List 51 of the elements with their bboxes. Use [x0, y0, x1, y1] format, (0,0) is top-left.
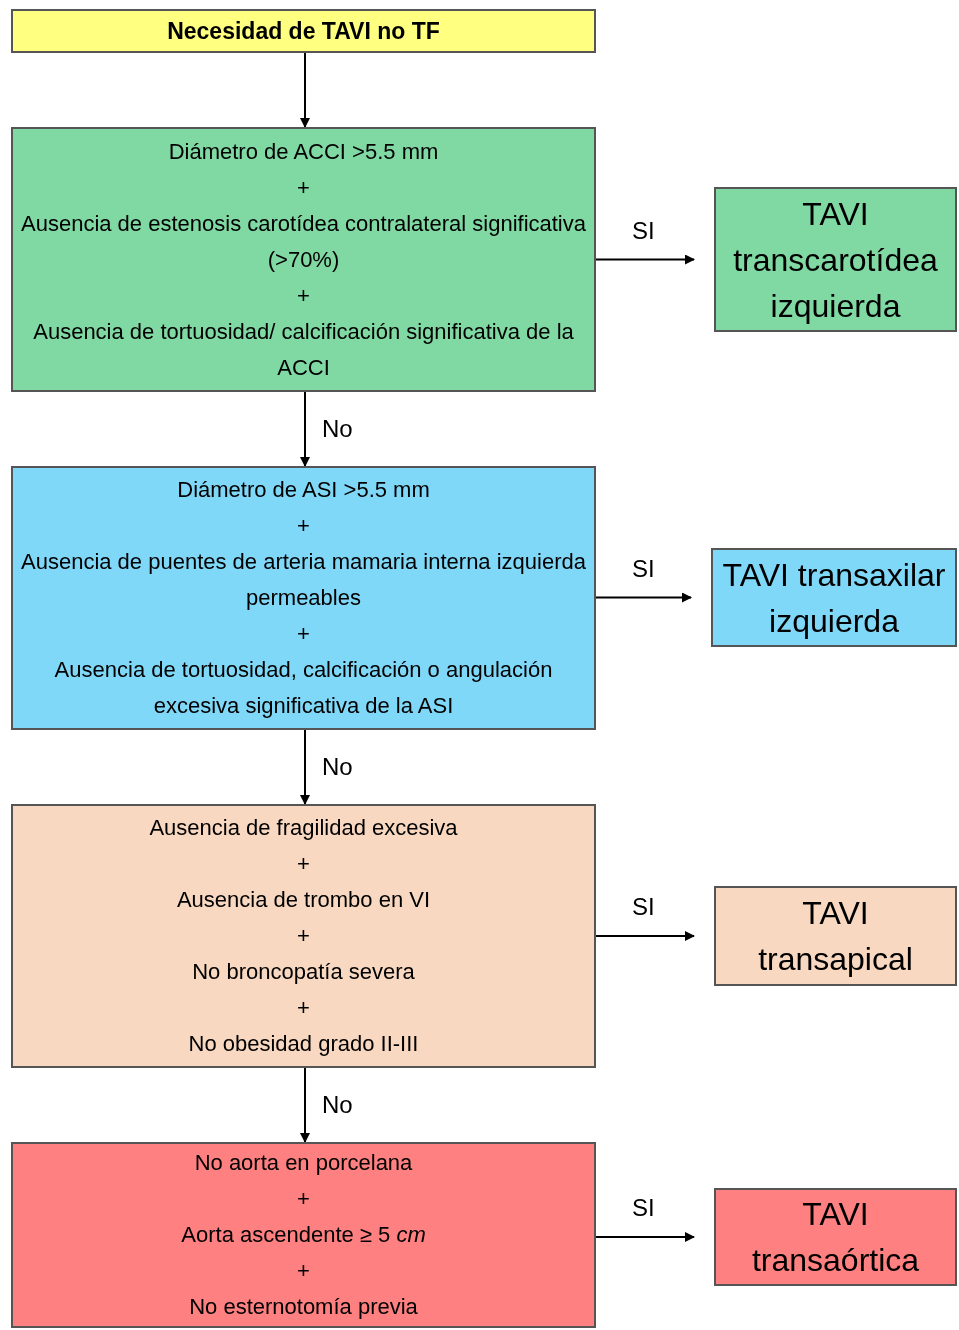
- plus-sign: +: [297, 994, 310, 1022]
- criteria-box: [11, 466, 596, 730]
- box-text: Ausencia de tortuosidad, calcificación o angulación excesiva significativa de la ASI: [53, 656, 554, 720]
- arrow: [595, 592, 692, 603]
- box-text: Ausencia de puentes de arteria mamaria interna izquierda permeables: [21, 548, 586, 612]
- box-text: Diámetro de ASI >5.5 mm: [177, 476, 430, 504]
- box-text: No broncopatía severa: [192, 958, 415, 986]
- plus-sign: +: [297, 281, 310, 310]
- arrow: [300, 391, 310, 467]
- box-text: Ausencia de trombo en VI: [176, 886, 431, 914]
- arrow: [300, 52, 310, 128]
- box-text: Aorta ascendente ≥ 5 cm: [181, 1221, 426, 1249]
- box-text: No esternotomía previa: [189, 1293, 418, 1321]
- box-text: TAVI transaxilar izquierda: [721, 555, 947, 641]
- plus-sign: +: [297, 922, 310, 950]
- box-text: Ausencia de fragilidad excesiva: [149, 814, 458, 842]
- box-text: TAVI transcarotídea izquierda: [732, 194, 939, 326]
- box-text: Ausencia de tortuosidad/ calcificación significativa de la ACCI: [32, 317, 575, 382]
- plus-sign: +: [297, 850, 310, 878]
- edge-label: SI: [632, 215, 655, 246]
- outcome-box: [714, 1188, 957, 1286]
- box-text: TAVI transaórtica: [750, 1195, 921, 1280]
- arrow: [300, 729, 310, 805]
- plus-sign: +: [297, 173, 310, 202]
- edge-label: No: [322, 414, 353, 444]
- plus-sign: +: [297, 1257, 310, 1285]
- criteria-box: [11, 127, 596, 392]
- outcome-box: [714, 187, 957, 332]
- box-text: No aorta en porcelana: [194, 1149, 413, 1177]
- outcome-box: [711, 548, 957, 647]
- arrow: [595, 254, 695, 265]
- arrow: [595, 931, 695, 941]
- box-text: Diámetro de ACCI >5.5 mm: [168, 137, 439, 166]
- outcome-box: [714, 886, 957, 986]
- box-text: No obesidad grado II-III: [188, 1030, 419, 1058]
- edge-label: SI: [632, 892, 655, 922]
- plus-sign: +: [297, 620, 310, 648]
- arrow: [300, 1067, 310, 1143]
- plus-sign: +: [297, 512, 310, 540]
- edge-label: No: [322, 1090, 353, 1120]
- box-text: Ausencia de estenosis carotídea contralateral significativa (>70%): [21, 209, 586, 274]
- edge-label: SI: [632, 553, 655, 584]
- edge-label: SI: [632, 1193, 655, 1223]
- start-box: [11, 9, 596, 53]
- box-text: TAVI transapical: [757, 894, 914, 979]
- arrow: [595, 1232, 695, 1242]
- edge-label: No: [322, 752, 353, 782]
- plus-sign: +: [297, 1185, 310, 1213]
- criteria-box: [11, 1142, 596, 1328]
- criteria-box: [11, 804, 596, 1068]
- box-text: Necesidad de TAVI no TF: [167, 17, 440, 46]
